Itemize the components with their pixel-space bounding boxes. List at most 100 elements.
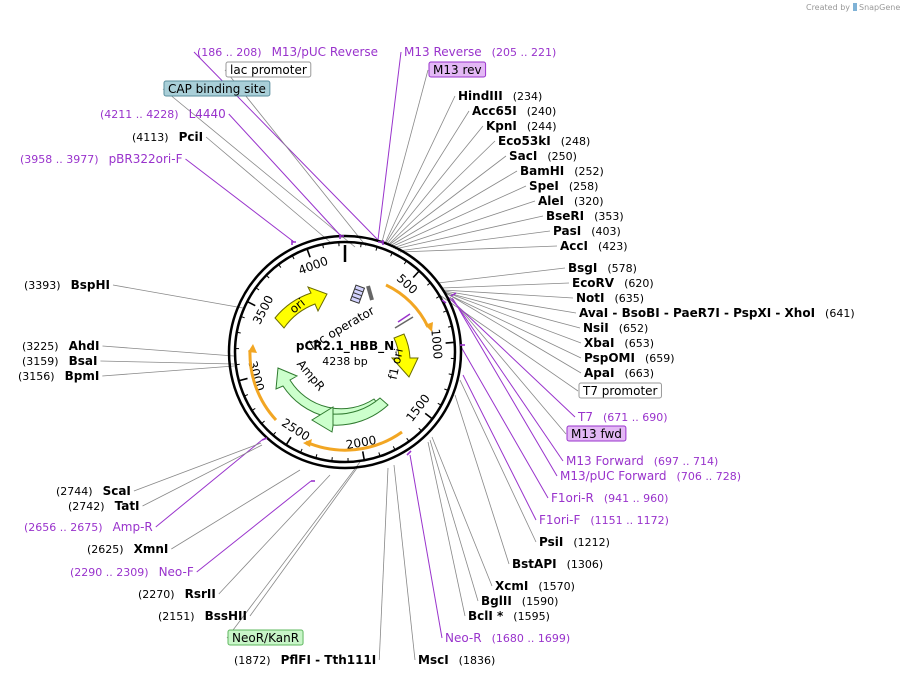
beri-name: BseRI [546, 209, 584, 223]
leader-m13-fwd [449, 296, 567, 435]
leader-saci [388, 155, 507, 246]
eco53ki-pos: (248) [561, 135, 591, 148]
leader-bsshii [249, 467, 358, 617]
ahdi-name: AhdI [69, 339, 100, 353]
label-kpni: KpnI(244) [486, 119, 557, 133]
label-eco53ki: Eco53kI (248) [498, 134, 590, 148]
backbone-outer [227, 234, 463, 470]
rsrii-name: RsrII [185, 587, 216, 601]
label-m13puc-fwd: M13/pUC Forward(706 .. 728) [560, 469, 741, 483]
f1ori-f-name: F1ori-F [539, 513, 580, 527]
label-xmni: (2625)XmnI [87, 542, 168, 556]
tick-2400 [300, 448, 303, 453]
leader-m13-forward [451, 297, 564, 462]
label-cap-site: CAP binding site [163, 80, 271, 97]
leader-bpmi [102, 365, 235, 377]
tick-label-2500: 2500 [279, 416, 312, 444]
m13-fwd-name: M13 fwd [571, 427, 622, 441]
tick-600 [427, 282, 431, 286]
leader-ecorv [441, 282, 570, 289]
pcii-name: PciI [179, 130, 204, 144]
label-m13-forward: M13 Forward(697 .. 714) [566, 454, 718, 468]
leader-amp-r [155, 439, 263, 528]
tick-2000 [361, 451, 366, 461]
ecorv-name: EcoRV [572, 276, 615, 290]
label-m13-reverse: M13 Reverse(205 .. 221) [404, 45, 556, 59]
nsii-name: NsiI [583, 321, 609, 335]
acci-pos: (423) [598, 240, 628, 253]
label-pflfi: (1872)PflFI - Tth111I [234, 653, 376, 667]
ori-arrow [274, 286, 328, 329]
ahdi-pos: (3225) [22, 340, 59, 353]
label-alei: AleI(320) [538, 194, 604, 208]
tick-4100 [322, 244, 324, 249]
m13puc-rev-name: M13/pUC Reverse [272, 45, 379, 59]
xmni-pos: (2625) [87, 543, 124, 556]
lac-operator-mark [349, 284, 366, 304]
m13-reverse-pos: (205 .. 221) [492, 46, 557, 59]
acci-name: AccI [560, 239, 588, 253]
label-tati: (2742)TatI [68, 499, 140, 513]
f1ori-r-pos: (941 .. 960) [604, 492, 669, 505]
eco53ki-name: Eco53kI [498, 134, 551, 148]
label-bamhi: BamHI(252) [520, 164, 604, 178]
saci-name: SacI [509, 149, 537, 163]
label-f1ori-r: F1ori-R(941 .. 960) [551, 491, 668, 505]
leader-pasi [397, 230, 551, 252]
tick-800 [443, 310, 448, 313]
bsshii-pos: (2151) [158, 610, 195, 623]
label-apai: ApaI(663) [584, 366, 654, 380]
plasmid-length: 4238 bp [322, 355, 367, 368]
rsrii-pos: (2270) [138, 588, 175, 601]
label-nsii: NsiI(652) [583, 321, 648, 335]
leader-ahdi [102, 345, 235, 357]
leader-hindiii [384, 95, 456, 244]
neokan-box [227, 629, 304, 646]
leader-m13-reverse [377, 51, 402, 241]
l4440-pos: (4211 .. 4228) [100, 108, 179, 121]
tick-1300 [444, 388, 449, 391]
m13-mark [397, 313, 411, 323]
lac-promoter-name: lac promoter [230, 63, 307, 77]
kpni-pos: (244) [527, 120, 557, 133]
msci-pos: (1836) [459, 654, 496, 667]
pcii-pos: (4113) [132, 131, 169, 144]
label-spei: SpeI(258) [529, 179, 598, 193]
label-ecorv: EcoRV(620) [572, 276, 654, 290]
leader-kpni [386, 125, 484, 245]
label-bsphi: (3393)BspHI [24, 278, 110, 292]
label-bsgi: BsgI(578) [568, 261, 637, 275]
leader-beri [394, 215, 544, 250]
tick-3300 [236, 331, 241, 334]
leader-neokan [226, 461, 361, 639]
beri-pos: (353) [594, 210, 624, 223]
label-amp-r: (2656 .. 2675)Amp-R [24, 520, 153, 534]
apai-pos: (663) [624, 367, 654, 380]
tick-1700 [406, 437, 410, 442]
t7-pos: (671 .. 690) [603, 411, 668, 424]
leader-m13-rev [381, 69, 429, 243]
bsphi-name: BspHI [71, 278, 110, 292]
acc65i-name: Acc65I [472, 104, 517, 118]
ampr-arrow-head [311, 406, 334, 433]
l4440-name: L4440 [189, 107, 226, 121]
leader-eco53ki [387, 140, 496, 246]
snapgene-brand: SnapGene [859, 3, 900, 12]
neokan-name: NeoR/KanR [232, 631, 299, 645]
hindiii-name: HindIII [458, 89, 503, 103]
m13-forward-pos: (697 .. 714) [654, 455, 719, 468]
leader-cap-site [162, 88, 356, 248]
label-neokan: NeoR/KanR [227, 629, 304, 646]
neo-f-pos: (2290 .. 2309) [70, 566, 149, 579]
pasi-pos: (403) [591, 225, 621, 238]
label-m13-fwd: M13 fwd [566, 425, 627, 442]
pasi-name: PasI [553, 224, 581, 238]
label-scai: (2744)ScaI [56, 484, 131, 498]
leader-rsrii [218, 474, 331, 595]
leader-pspomi [444, 292, 582, 359]
label-xbai: XbaI(653) [584, 336, 654, 350]
tick-2600 [272, 431, 277, 436]
label-psii: PsiI(1212) [539, 535, 610, 549]
lac-promoter-mark [366, 285, 374, 301]
